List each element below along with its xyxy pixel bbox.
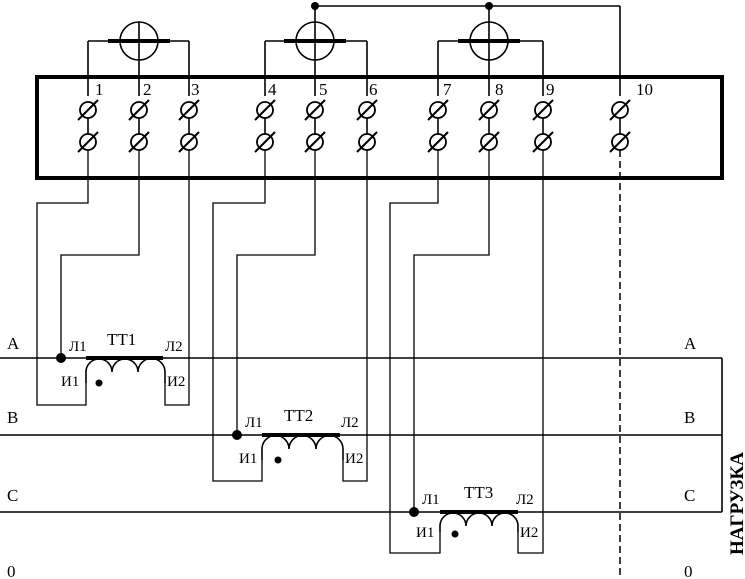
terminal-2 — [128, 99, 150, 153]
terminal-3 — [178, 99, 200, 153]
tt1-i2: И2 — [167, 374, 185, 390]
terminal-number-7: 7 — [443, 80, 452, 99]
terminal-4 — [254, 99, 276, 153]
tt2-name: ТТ2 — [284, 406, 313, 425]
terminal-screws — [77, 99, 631, 153]
neutral-label-right: 0 — [684, 562, 693, 579]
terminal-number-10: 10 — [636, 80, 653, 99]
terminal-number-5: 5 — [319, 80, 328, 99]
phase-b-label-left: B — [7, 408, 18, 427]
phase-a-label-right: A — [684, 334, 697, 353]
terminal-1 — [77, 99, 99, 153]
current-coil-2 — [264, 21, 368, 96]
current-transformer-1: ТТ1 Л1 Л2 И1 И2 — [56, 330, 185, 390]
terminal-10 — [609, 99, 631, 153]
phase-lines — [0, 357, 723, 513]
tt2-l1: Л1 — [245, 415, 263, 431]
terminal-number-8: 8 — [495, 80, 504, 99]
terminal-number-4: 4 — [268, 80, 277, 99]
terminal-6 — [356, 99, 378, 153]
tt3-l1: Л1 — [422, 492, 440, 508]
terminal-9 — [532, 99, 554, 153]
phase-c-label-right: C — [684, 486, 695, 505]
phase-b-label-right: B — [684, 408, 695, 427]
terminal-number-6: 6 — [369, 80, 378, 99]
terminal-block — [35, 75, 724, 180]
tt2-i2: И2 — [345, 451, 363, 467]
tt3-l2: Л2 — [516, 492, 534, 508]
terminal-number-1: 1 — [95, 80, 104, 99]
tt2-l2: Л2 — [341, 415, 359, 431]
tt1-i1: И1 — [61, 374, 79, 390]
current-transformer-2: ТТ2 Л1 Л2 И1 И2 — [232, 406, 363, 467]
terminal-numbers: 1 2 3 4 5 6 7 8 9 10 — [95, 80, 653, 99]
secondary-wiring — [36, 150, 544, 554]
tt3-name: ТТ3 — [464, 483, 493, 502]
terminal-number-3: 3 — [191, 80, 200, 99]
neutral-label-left: 0 — [7, 562, 16, 579]
tt1-name: ТТ1 — [107, 330, 136, 349]
tt3-i1: И1 — [416, 525, 434, 541]
tt1-l1: Л1 — [69, 339, 87, 355]
current-transformer-3: ТТ3 Л1 Л2 И1 И2 — [409, 483, 538, 541]
terminal-number-9: 9 — [546, 80, 555, 99]
terminal-8 — [478, 99, 500, 153]
tt1-l2: Л2 — [165, 339, 183, 355]
terminal-7 — [427, 99, 449, 153]
current-coil-3 — [437, 21, 544, 96]
terminal-number-2: 2 — [143, 80, 152, 99]
phase-a-label-left: A — [7, 334, 20, 353]
terminal-5 — [304, 99, 326, 153]
tt3-i2: И2 — [520, 525, 538, 541]
load-label: НАГРУЗКА — [727, 452, 745, 555]
voltage-bus — [138, 2, 621, 96]
tt2-i1: И1 — [239, 451, 257, 467]
phase-c-label-left: C — [7, 486, 18, 505]
